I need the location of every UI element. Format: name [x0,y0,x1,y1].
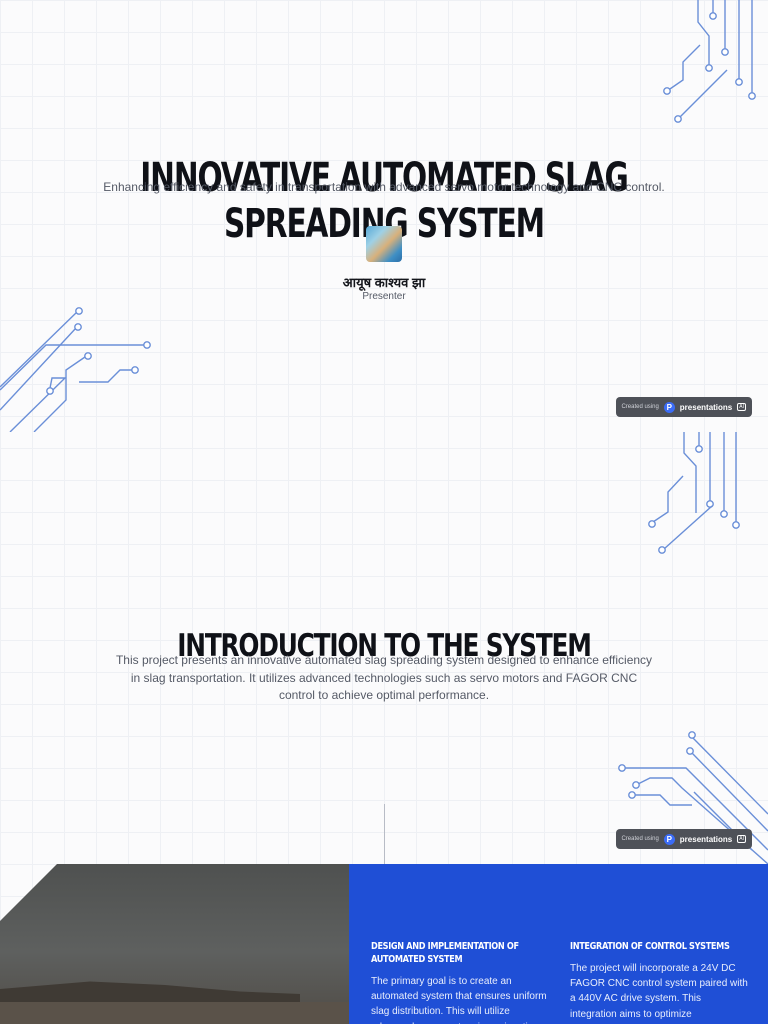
title-slide: INNOVATIVE AUTOMATED SLAG SPREADING SYST… [0,0,768,432]
slag-site-photo [0,864,349,1024]
circuit-decoration-left [0,307,151,432]
introduction-slide: INTRODUCTION TO THE SYSTEM This project … [0,432,768,864]
column-body: The project will incorporate a 24V DC FA… [570,963,748,1024]
presenter-name: आयूष काश्यव झा [342,275,426,290]
column-integration: INTEGRATION OF CONTROL SYSTEMS The proje… [570,940,750,1024]
photo-ground-shape [0,1002,349,1024]
column-heading: DESIGN AND IMPLEMENTATION OF AUTOMATED S… [371,941,519,965]
content-panel: DESIGN AND IMPLEMENTATION OF AUTOMATED S… [349,864,768,1024]
column-design: DESIGN AND IMPLEMENTATION OF AUTOMATED S… [371,940,551,1024]
badge-brand-text: presentations [679,402,733,412]
badge-brand-text: presentations [679,834,733,844]
presentations-logo-icon: P [663,833,675,845]
design-slide: DESIGN AND IMPLEMENTATION OF AUTOMATED S… [0,864,768,1024]
created-using-badge[interactable]: Created using P presentations AI [616,397,752,417]
circuit-decoration-top-right [663,0,756,123]
main-title: INNOVATIVE AUTOMATED SLAG SPREADING SYST… [140,154,629,247]
column-body: The primary goal is to create an automat… [371,976,547,1024]
presenter-avatar [366,226,402,262]
subtitle: Enhancing efficiency and safety in trans… [103,180,665,194]
circuit-decoration-bottom-right [618,731,768,864]
circuit-decoration-top-right [648,432,740,554]
section-title: INTRODUCTION TO THE SYSTEM [177,627,592,664]
intro-paragraph: This project presents an innovative auto… [115,653,653,702]
presentations-logo-icon: P [663,401,675,413]
badge-ai-tag: AI [737,403,746,411]
badge-ai-tag: AI [737,835,746,843]
created-using-badge[interactable]: Created using P presentations AI [616,829,752,849]
presenter-role: Presenter [362,291,406,302]
column-heading: INTEGRATION OF CONTROL SYSTEMS [570,941,730,952]
badge-prefix-text: Created using [621,404,659,410]
vertical-divider [384,804,385,864]
badge-prefix-text: Created using [621,836,659,842]
